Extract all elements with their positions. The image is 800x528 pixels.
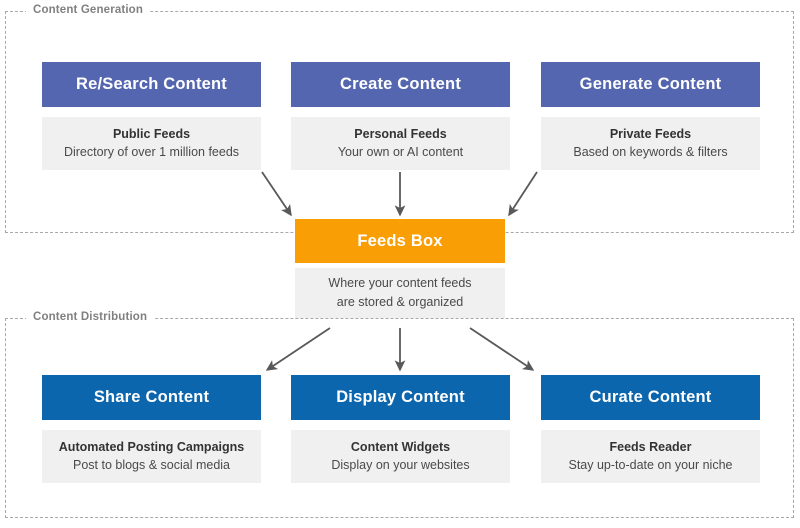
card-research-content-body: Public Feeds Directory of over 1 million… [42,117,261,170]
card-share-content-body: Automated Posting Campaigns Post to blog… [42,430,261,483]
card-generate-content[interactable]: Generate Content Private Feeds Based on … [541,62,760,170]
group-label-content-distribution: Content Distribution [26,310,155,324]
card-feeds-box-body: Where your content feeds are stored & or… [295,268,505,318]
card-create-content-title: Create Content [339,75,462,93]
card-share-content-body-title: Automated Posting Campaigns [58,440,245,454]
card-share-content-title: Share Content [93,388,210,406]
card-display-content-body-sub: Display on your websites [331,458,470,472]
card-curate-content-body-title: Feeds Reader [609,440,692,454]
card-research-content-body-title: Public Feeds [112,127,191,141]
group-label-content-generation: Content Generation [26,3,151,17]
card-generate-content-body-sub: Based on keywords & filters [573,145,728,159]
card-feeds-box[interactable]: Feeds Box Where your content feeds are s… [295,219,505,318]
card-curate-content-title: Curate Content [589,388,712,406]
card-share-content-body-sub: Post to blogs & social media [72,458,231,472]
card-create-content-header: Create Content [291,62,510,107]
card-curate-content[interactable]: Curate Content Feeds Reader Stay up-to-d… [541,375,760,483]
card-share-content-header: Share Content [42,375,261,420]
card-curate-content-header: Curate Content [541,375,760,420]
card-curate-content-body-sub: Stay up-to-date on your niche [568,458,733,472]
card-share-content[interactable]: Share Content Automated Posting Campaign… [42,375,261,483]
card-generate-content-body: Private Feeds Based on keywords & filter… [541,117,760,170]
card-create-content-body-title: Personal Feeds [354,127,447,141]
group-content-distribution: Content Distribution [5,310,794,518]
card-curate-content-body: Feeds Reader Stay up-to-date on your nic… [541,430,760,483]
card-create-content-body-sub: Your own or AI content [337,145,464,159]
card-generate-content-body-title: Private Feeds [609,127,692,141]
card-display-content-body-title: Content Widgets [350,440,451,454]
card-generate-content-header: Generate Content [541,62,760,107]
card-research-content[interactable]: Re/Search Content Public Feeds Directory… [42,62,261,170]
card-display-content[interactable]: Display Content Content Widgets Display … [291,375,510,483]
card-research-content-title: Re/Search Content [75,75,227,93]
card-feeds-box-body-line2: are stored & organized [336,295,464,309]
card-create-content-body: Personal Feeds Your own or AI content [291,117,510,170]
card-research-content-header: Re/Search Content [42,62,261,107]
card-create-content[interactable]: Create Content Personal Feeds Your own o… [291,62,510,170]
card-research-content-body-sub: Directory of over 1 million feeds [63,145,240,159]
card-feeds-box-header: Feeds Box [295,219,505,263]
card-generate-content-title: Generate Content [579,75,722,93]
card-display-content-header: Display Content [291,375,510,420]
card-feeds-box-title: Feeds Box [357,231,443,250]
card-display-content-body: Content Widgets Display on your websites [291,430,510,483]
card-feeds-box-body-line1: Where your content feeds [328,276,472,290]
card-display-content-title: Display Content [336,388,465,406]
